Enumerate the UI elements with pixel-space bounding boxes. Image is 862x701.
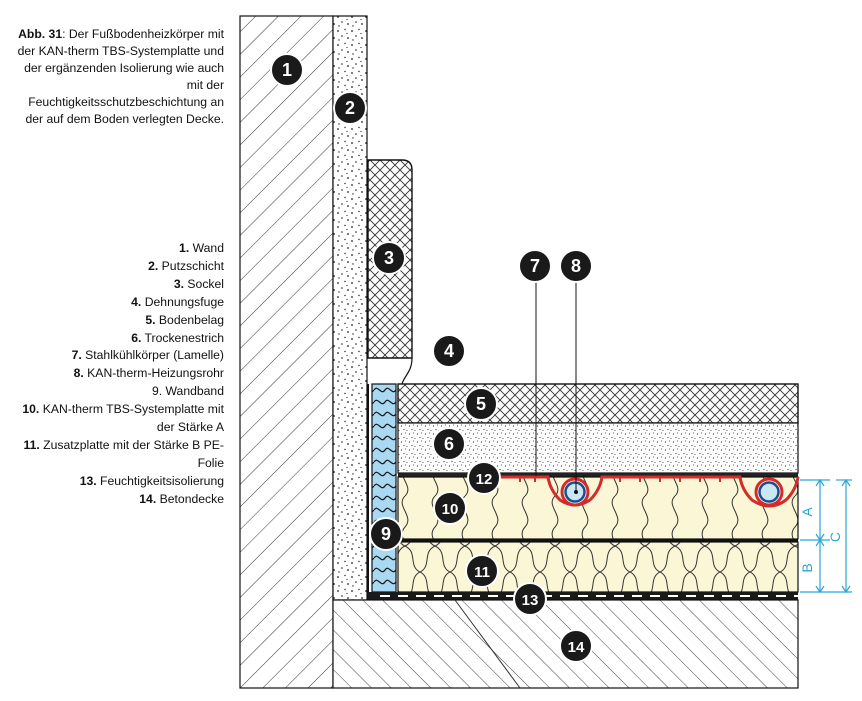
legend-text: Putzschicht — [158, 258, 224, 273]
figure-caption: Abb. 31: Der Fußbodenheizkörper mit der … — [8, 26, 224, 128]
badge-label: 6 — [444, 434, 454, 454]
legend-text: KAN-therm-Heizungsrohr — [83, 366, 224, 381]
dimension-label-a: A — [799, 507, 815, 517]
badge-label: 12 — [476, 471, 493, 488]
legend-num: 14. — [139, 491, 157, 506]
legend-text: Dehnungsfuge — [141, 294, 224, 309]
dimension-lines — [800, 478, 852, 594]
legend-num: 2. — [148, 258, 159, 273]
caption-text: : Der Fußbodenheizkörper mit der KAN-the… — [17, 27, 224, 126]
badge-label: 8 — [571, 256, 581, 276]
wall — [239, 15, 334, 689]
badge-label: 1 — [282, 60, 292, 80]
badge-9: 9 — [369, 517, 403, 551]
badge-6: 6 — [432, 427, 466, 461]
badge-label: 7 — [530, 256, 540, 276]
legend-text: Betondecke — [156, 491, 224, 506]
badge-label: 13 — [522, 592, 539, 609]
badge-1: 1 — [270, 53, 304, 87]
legend-num: 7. — [71, 348, 82, 363]
legend-text: KAN-therm TBS-Systemplatte mit der Stärk… — [39, 402, 224, 435]
legend-list: 1. Wand 2. Putzschicht 3. Sockel 4. Dehn… — [8, 240, 224, 509]
legend-item: 5. Bodenbelag — [8, 312, 224, 330]
legend-item: 4. Dehnungsfuge — [8, 294, 224, 312]
legend-text: Zusatzplatte mit der Stärke B PE-Folie — [39, 437, 224, 470]
legend-item: 1. Wand — [8, 240, 224, 258]
legend-item: 13. Feuchtigkeitsisolierung — [8, 473, 224, 491]
steel-lamella — [500, 475, 800, 508]
legend-num: 6. — [131, 330, 142, 345]
legend-num: 4. — [131, 294, 142, 309]
legend-text: Feuchtigkeitsisolierung — [96, 473, 224, 488]
legend-item: 14. Betondecke — [8, 491, 224, 509]
badge-label: 11 — [474, 564, 490, 581]
legend-item: 6. Trockenestrich — [8, 330, 224, 348]
legend-num: 3. — [173, 276, 185, 291]
expansion-joint — [401, 357, 413, 385]
legend-item: 9. Wandband — [8, 383, 224, 401]
legend-num: 8. — [73, 366, 84, 381]
slab-crack — [454, 599, 521, 689]
badge-12: 12 — [467, 461, 501, 495]
legend-text: Wand — [189, 241, 224, 255]
legend-text: 9. Wandband — [151, 384, 224, 399]
pe-foil — [398, 473, 798, 477]
legend-text: Bodenbelag — [155, 312, 224, 327]
legend-text: Trockenestrich — [141, 330, 224, 345]
floor-covering — [397, 383, 799, 424]
legend-num: 1. — [179, 241, 190, 255]
lamella-ticks — [519, 477, 721, 482]
badge-label: 9 — [381, 524, 391, 544]
legend-num: 5. — [145, 312, 156, 327]
legend-item: 3. Sockel — [8, 276, 224, 294]
badge-10: 10 — [433, 491, 467, 525]
badge-label: 4 — [444, 341, 454, 361]
badge-label: 14 — [568, 639, 585, 656]
badge-4: 4 — [432, 334, 466, 368]
additional-plate — [397, 541, 799, 593]
badge-13: 13 — [513, 582, 547, 616]
legend-item: 7. Stahlkühlkörper (Lamelle) — [8, 347, 224, 365]
badge-11: 11 — [465, 554, 499, 588]
legend-num: 13. — [79, 473, 97, 488]
wall-band — [371, 383, 397, 593]
legend-num: 10. — [22, 402, 40, 417]
badge-5: 5 — [464, 387, 498, 421]
badge-label: 2 — [345, 98, 355, 118]
legend-num: 11. — [23, 437, 40, 452]
badge-label: 5 — [476, 394, 486, 414]
badge-label: 10 — [442, 501, 459, 518]
legend-text: Sockel — [184, 276, 224, 291]
badge-3: 3 — [372, 241, 406, 275]
legend-item: 10. KAN-therm TBS-Systemplatte mit der S… — [8, 401, 224, 437]
badge-8: 8 — [559, 249, 593, 283]
dimension-label-b: B — [799, 563, 815, 572]
badge-2: 2 — [333, 91, 367, 125]
caption-label: Abb. 31 — [18, 27, 63, 41]
dimension-label-c: C — [827, 532, 843, 542]
badge-14: 14 — [559, 629, 593, 663]
legend-text: Stahlkühlkörper (Lamelle) — [81, 348, 224, 363]
badge-7: 7 — [518, 249, 552, 283]
badge-label: 3 — [384, 248, 394, 268]
legend-item: 11. Zusatzplatte mit der Stärke B PE-Fol… — [8, 437, 224, 473]
legend-item: 8. KAN-therm-Heizungsrohr — [8, 365, 224, 383]
legend-item: 2. Putzschicht — [8, 258, 224, 276]
heating-pipe — [754, 477, 784, 507]
leader-dot-8 — [574, 490, 578, 494]
